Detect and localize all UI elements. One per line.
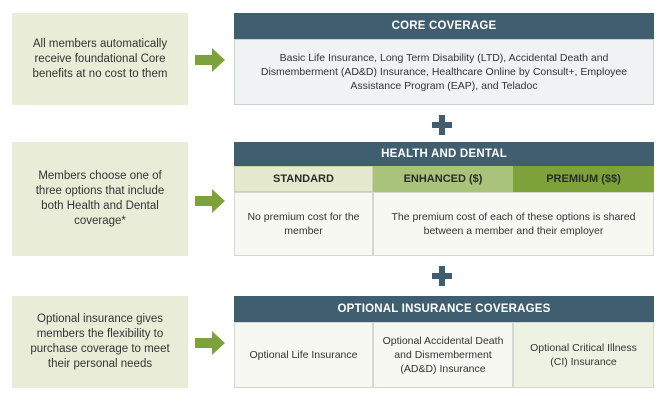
optional-insurance-header-label: OPTIONAL INSURANCE COVERAGES [337,303,551,315]
plus-icon [431,114,453,136]
arrow-right-icon [195,189,225,213]
option-standard: STANDARD [234,166,373,192]
core-description-text: All members automatically receive founda… [32,37,168,80]
option-standard-label: STANDARD [273,173,334,185]
standard-note-text: No premium cost for the member [247,211,360,237]
core-coverage-header: CORE COVERAGE [234,13,654,39]
plus-icon [431,265,453,287]
core-coverage-header-label: CORE COVERAGE [391,20,497,32]
optional-life-text: Optional Life Insurance [249,349,358,361]
health-dental-description: Members choose one of three options that… [12,142,188,256]
core-description: All members automatically receive founda… [12,13,188,105]
shared-premium-note-text: The premium cost of each of these option… [391,211,636,237]
option-enhanced: ENHANCED ($) [373,166,513,192]
core-coverage-body: Basic Life Insurance, Long Term Disabili… [234,39,654,105]
shared-premium-note: The premium cost of each of these option… [373,192,654,256]
standard-note: No premium cost for the member [234,192,373,256]
health-dental-header: HEALTH AND DENTAL [234,142,654,166]
core-coverage-body-text: Basic Life Insurance, Long Term Disabili… [260,52,628,92]
optional-add-text: Optional Accidental Death and Dismemberm… [382,335,504,375]
option-premium-label: PREMIUM ($$) [546,173,621,185]
health-dental-description-text: Members choose one of three options that… [35,170,165,227]
health-dental-header-label: HEALTH AND DENTAL [381,148,507,160]
optional-insurance-description-text: Optional insurance gives members the fle… [30,313,170,370]
optional-insurance-header: OPTIONAL INSURANCE COVERAGES [234,296,654,322]
arrow-right-icon [195,331,225,355]
optional-insurance-description: Optional insurance gives members the fle… [12,296,188,388]
option-enhanced-label: ENHANCED ($) [403,173,483,185]
optional-add-cell: Optional Accidental Death and Dismemberm… [373,322,513,388]
optional-ci-cell: Optional Critical Illness (CI) Insurance [513,322,654,388]
arrow-right-icon [195,48,225,72]
optional-life-cell: Optional Life Insurance [234,322,373,388]
optional-ci-text: Optional Critical Illness (CI) Insurance [530,342,637,368]
option-premium: PREMIUM ($$) [513,166,654,192]
